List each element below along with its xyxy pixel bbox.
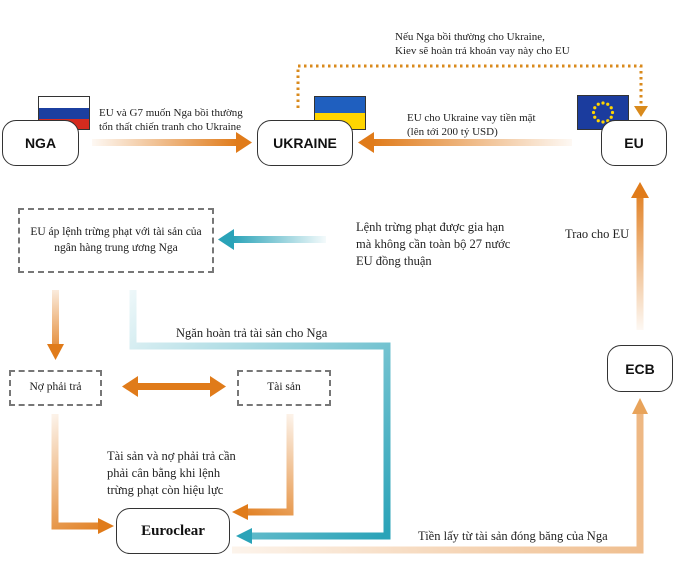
arrow-liabilities-assets-balance xyxy=(122,376,226,397)
label-repay-line1: Nếu Nga bồi thường cho Ukraine, xyxy=(395,31,545,43)
label-g7-compensation: EU và G7 muốn Nga bồi thường tổn thất ch… xyxy=(99,106,243,135)
arrow-sanctions-to-liabilities xyxy=(47,290,64,360)
label-g7-line2: tổn thất chiến tranh cho Ukraine xyxy=(99,121,242,134)
label-give-eu: Trao cho EU xyxy=(565,227,630,241)
label-loan-line2: (lên tới 200 tỷ USD) xyxy=(407,126,498,139)
label-repayment: Nếu Nga bồi thường cho Ukraine, Kiev sẽ … xyxy=(395,30,570,59)
label-prevent-return: Ngăn hoàn trả tài sản cho Nga xyxy=(176,326,328,340)
arrow-euroclear-to-ecb xyxy=(232,398,648,554)
arrow-ecb-to-eu xyxy=(631,182,649,330)
label-extension-line3: EU đồng thuận xyxy=(356,253,432,268)
node-euroclear-label: Euroclear xyxy=(141,522,205,539)
label-g7-line1: EU và G7 muốn Nga bồi thường xyxy=(99,107,243,119)
node-eu: EU xyxy=(601,120,667,166)
arrow-prevent-return xyxy=(129,290,391,544)
label-extension: Lệnh trừng phạt được gia hạn mà không cầ… xyxy=(356,219,510,270)
node-ecb: ECB xyxy=(607,345,673,392)
arrow-extension-to-sanctions xyxy=(218,229,326,250)
node-ecb-label: ECB xyxy=(625,360,655,377)
label-extension-line1: Lệnh trừng phạt được gia hạn xyxy=(356,220,505,234)
label-repay-line2: Kiev sẽ hoàn trả khoản vay này cho EU xyxy=(395,45,570,58)
box-assets-text: Tài sản xyxy=(267,381,301,394)
node-eu-label: EU xyxy=(624,135,644,151)
arrow-liabilities-to-euroclear xyxy=(51,414,114,534)
arrow-assets-to-euroclear xyxy=(232,414,294,520)
label-loan-line1: EU cho Ukraine vay tiền mặt xyxy=(407,112,536,124)
box-liabilities: Nợ phải trả xyxy=(9,370,102,406)
node-nga-label: NGA xyxy=(24,135,57,151)
node-ukraine: UKRAINE xyxy=(257,120,353,166)
node-ukraine-label: UKRAINE xyxy=(273,135,337,151)
node-euroclear: Euroclear xyxy=(116,508,230,554)
label-balance: Tài sản và nợ phải trả cần phải cân bằng… xyxy=(107,448,236,499)
label-extension-line2: mà không cần toàn bộ 27 nước xyxy=(356,236,511,251)
box-assets: Tài sản xyxy=(237,370,331,406)
arrow-nga-to-ukraine xyxy=(92,132,252,153)
node-nga: NGA xyxy=(2,120,79,166)
arrow-repayment-dotted xyxy=(296,64,648,117)
label-balance-line2: phải cân bằng khi lệnh xyxy=(107,465,221,480)
box-sanctions-text: EU áp lệnh trừng phạt với tài sản của ng… xyxy=(30,225,202,254)
box-sanctions: EU áp lệnh trừng phạt với tài sản của ng… xyxy=(18,208,214,273)
arrow-eu-to-ukraine xyxy=(358,132,572,153)
label-loan: EU cho Ukraine vay tiền mặt (lên tới 200… xyxy=(407,111,536,140)
box-liabilities-text: Nợ phải trả xyxy=(29,381,82,394)
label-balance-line3: trừng phạt còn hiệu lực xyxy=(107,482,224,497)
label-frozen-funds: Tiền lấy từ tài sản đóng băng của Nga xyxy=(418,529,608,543)
label-balance-line1: Tài sản và nợ phải trả cần xyxy=(107,449,236,463)
